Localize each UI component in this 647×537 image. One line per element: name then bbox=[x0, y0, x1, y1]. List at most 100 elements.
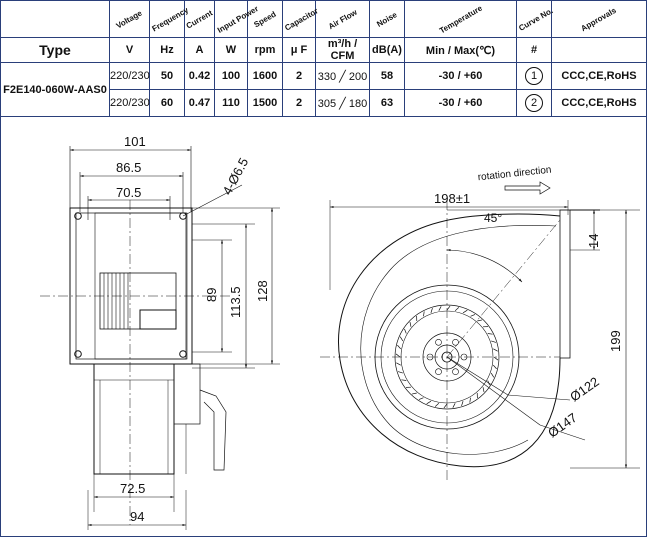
units-row: Type V Hz A W rpm μ F m³/h / CFM dB(A) M… bbox=[0, 37, 647, 63]
front-view-labels: rotation direction 198±1 45° 14 199 Ø122… bbox=[434, 165, 623, 441]
cell-capacitor: 2 bbox=[282, 62, 316, 90]
unit-curve: # bbox=[516, 37, 552, 63]
impeller-blade bbox=[430, 308, 433, 313]
type-label: Type bbox=[0, 37, 110, 63]
unit-voltage: V bbox=[109, 37, 150, 63]
dim-4-holes: 4-Ø6.5 bbox=[219, 155, 251, 197]
impeller-blade bbox=[487, 333, 493, 335]
cell-temperature: -30 / +60 bbox=[404, 62, 517, 90]
cell-voltage: 220/230 bbox=[109, 62, 150, 90]
side-view bbox=[40, 146, 280, 530]
cell-noise: 63 bbox=[369, 89, 405, 117]
header-temperature: Temperature bbox=[404, 0, 517, 38]
impeller-blade bbox=[490, 372, 495, 378]
table-row: 220/230 60 0.47 110 1500 2 305 ╱ 180 63 … bbox=[1, 89, 647, 117]
cell-current: 0.42 bbox=[184, 62, 215, 90]
front-view bbox=[320, 181, 640, 480]
curve-number-circle: 1 bbox=[525, 67, 543, 85]
dim-diameter-147: Ø147 bbox=[545, 410, 580, 441]
dim-diameter-122: Ø122 bbox=[567, 374, 602, 405]
header-approvals: Approvals bbox=[551, 0, 647, 38]
cell-curve: 1 bbox=[516, 62, 552, 90]
impeller-blade bbox=[438, 306, 442, 311]
impeller-blade bbox=[423, 311, 425, 317]
unit-approvals-blank bbox=[551, 37, 647, 63]
dim-89: 89 bbox=[204, 288, 219, 302]
header-voltage: Voltage bbox=[109, 0, 150, 38]
impeller-blade bbox=[443, 403, 448, 409]
dim-128: 128 bbox=[255, 280, 270, 302]
hub-holes bbox=[426, 338, 468, 376]
dim-45-degree: 45° bbox=[484, 211, 502, 225]
cell-voltage: 220/230 bbox=[109, 89, 150, 117]
curve-number-circle: 2 bbox=[525, 94, 543, 112]
impeller-blade bbox=[491, 340, 496, 343]
impeller-blade bbox=[477, 319, 483, 322]
impeller-blade bbox=[462, 309, 468, 314]
header-row: Voltage Frequency Current Input Power Sp… bbox=[0, 0, 647, 38]
cell-noise: 58 bbox=[369, 62, 405, 90]
cell-approvals: CCC,CE,RoHS bbox=[551, 62, 647, 90]
hub-hole bbox=[426, 353, 434, 361]
cell-capacitor: 2 bbox=[282, 89, 316, 117]
impeller-blade bbox=[426, 400, 432, 405]
impeller-blade bbox=[493, 348, 498, 352]
hub-hole bbox=[435, 338, 442, 346]
cell-frequency: 60 bbox=[149, 89, 185, 117]
header-speed: Speed bbox=[247, 0, 283, 38]
impeller-blade bbox=[398, 371, 403, 374]
dim-113-5: 113.5 bbox=[228, 286, 243, 318]
impeller-blade bbox=[461, 401, 464, 406]
table-row: F2E140-060W-AAS0 220/230 50 0.42 100 160… bbox=[0, 62, 647, 117]
unit-temperature: Min / Max(℃) bbox=[404, 37, 517, 63]
impeller-blade bbox=[401, 379, 407, 381]
impeller-blade bbox=[411, 392, 417, 395]
header-input-power: Input Power bbox=[214, 0, 260, 38]
unit-speed: rpm bbox=[247, 37, 283, 63]
unit-power: W bbox=[214, 37, 248, 63]
cell-power: 100 bbox=[214, 62, 248, 90]
cell-temperature: -30 / +60 bbox=[404, 89, 517, 117]
model-name: F2E140-060W-AAS0 bbox=[0, 62, 110, 117]
impeller-blade bbox=[469, 397, 471, 403]
header-current: Current bbox=[184, 0, 215, 38]
cell-frequency: 50 bbox=[149, 62, 185, 90]
hub-hole bbox=[452, 368, 459, 376]
cell-power: 110 bbox=[214, 89, 248, 117]
header-frequency: Frequency bbox=[149, 0, 190, 38]
dim-198: 198±1 bbox=[434, 191, 470, 206]
impeller-blade bbox=[395, 353, 401, 358]
dim-86-5: 86.5 bbox=[116, 160, 141, 175]
header-capacitor: Capacitor bbox=[282, 0, 320, 38]
impeller-blade bbox=[409, 321, 412, 327]
header-curve-no: Curve No. bbox=[516, 0, 555, 38]
header-noise: Noise bbox=[369, 0, 405, 38]
type-header-blank bbox=[0, 0, 110, 38]
impeller-blade bbox=[482, 387, 485, 393]
rotation-direction-label: rotation direction bbox=[477, 165, 552, 184]
dim-101: 101 bbox=[124, 134, 146, 149]
cell-airflow: 330 ╱ 200 bbox=[315, 62, 370, 90]
cell-approvals: CCC,CE,RoHS bbox=[551, 89, 647, 117]
impeller-blade bbox=[452, 403, 456, 408]
impeller-blade bbox=[493, 364, 497, 370]
impeller-blades bbox=[395, 305, 499, 409]
hub-hole bbox=[460, 353, 468, 361]
impeller-blade bbox=[493, 356, 499, 361]
technical-drawing: 101 86.5 70.5 4-Ø6.5 89 113.5 128 72.5 9… bbox=[40, 134, 640, 530]
dim-199: 199 bbox=[608, 330, 623, 352]
impeller-blade bbox=[454, 307, 460, 311]
impeller-blade bbox=[418, 397, 424, 400]
impeller-blade bbox=[446, 305, 451, 311]
impeller-blade bbox=[396, 362, 401, 366]
impeller-blade bbox=[397, 344, 401, 350]
cell-speed: 1600 bbox=[247, 62, 283, 90]
impeller-blade bbox=[434, 403, 440, 407]
cell-airflow: 305 ╱ 180 bbox=[315, 89, 370, 117]
impeller-blade bbox=[404, 328, 407, 334]
unit-current: A bbox=[184, 37, 215, 63]
dim-72-5: 72.5 bbox=[120, 481, 145, 496]
unit-noise: dB(A) bbox=[369, 37, 405, 63]
unit-frequency: Hz bbox=[149, 37, 185, 63]
cell-curve: 2 bbox=[516, 89, 552, 117]
